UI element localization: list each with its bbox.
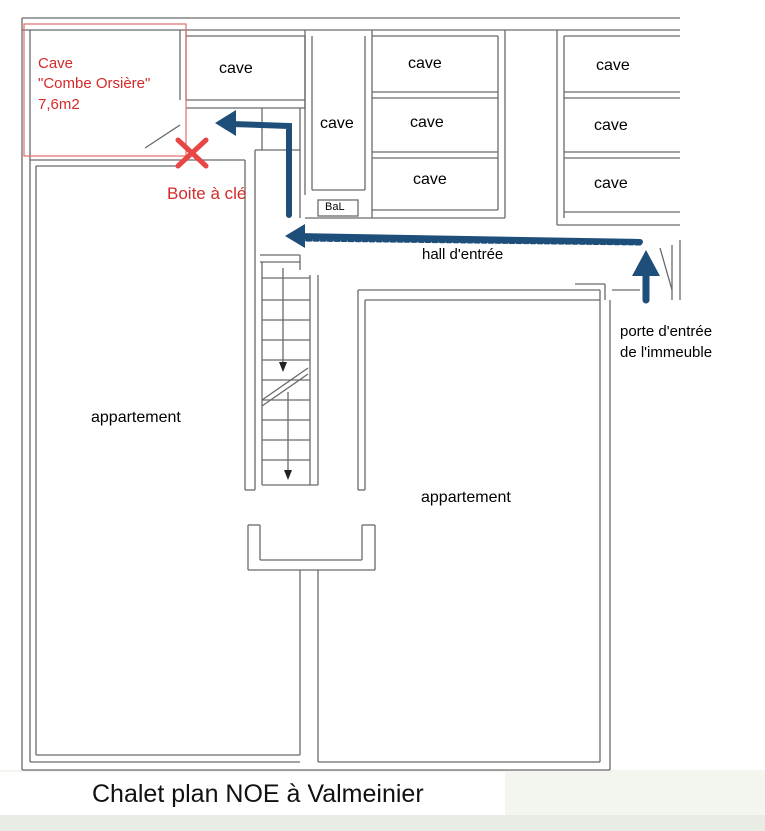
cave-label: cave <box>596 57 630 74</box>
building-door-label-line2: de l'immeuble <box>620 344 713 361</box>
cave-label: cave <box>410 114 444 131</box>
cave-label: cave <box>320 115 354 132</box>
cave-combe-highlight <box>23 23 187 157</box>
cave-label: cave <box>413 171 447 188</box>
entrance-hall-label: hall d'entrée <box>422 246 504 263</box>
cave-label: cave <box>594 117 628 134</box>
cave-label: cave <box>219 60 253 77</box>
cave-combe-label-line1: Cave <box>38 55 74 72</box>
building-door-label-line1: porte d'entrée <box>620 323 713 340</box>
cave-label: cave <box>408 55 442 72</box>
caption-background <box>0 772 505 820</box>
mailbox-label: BaL <box>325 201 345 213</box>
cave-combe-label-line3: 7,6m2 <box>38 96 80 113</box>
bottom-strip <box>0 815 765 831</box>
cave-label: cave <box>594 175 628 192</box>
apartment-label: appartement <box>91 409 181 426</box>
key-box-label: Boite à clé <box>167 184 247 203</box>
cave-combe-label-line2: "Combe Orsière" <box>38 75 151 92</box>
plan-caption: Chalet plan NOE à Valmeinier <box>92 780 424 808</box>
apartment-label: appartement <box>421 489 511 506</box>
